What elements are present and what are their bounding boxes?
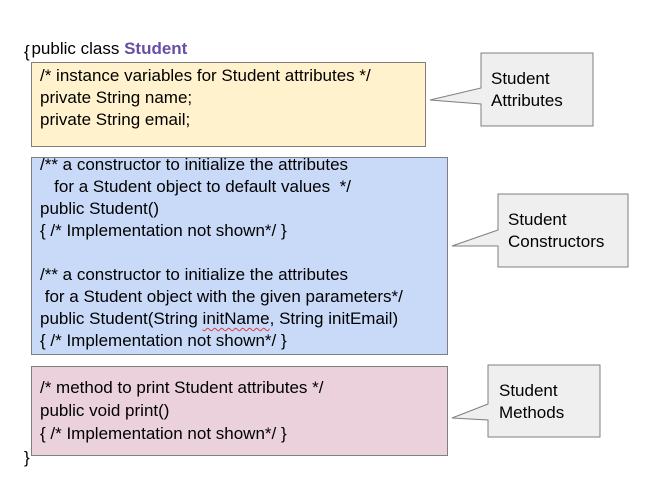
attributes-line: private String name; <box>40 88 193 107</box>
constructors-line: /** a constructor to initialize the attr… <box>40 265 349 284</box>
constructor-signature: public Student(String initName, String i… <box>40 309 398 329</box>
callout-line: Constructors <box>508 232 605 251</box>
attributes-line: /* instance variables for Student attrib… <box>40 66 371 85</box>
attributes-callout <box>429 52 594 127</box>
constructors-box: /** a constructor to initialize the attr… <box>31 155 448 355</box>
methods-box: /* method to print Student attributes */… <box>31 366 448 456</box>
spellcheck-word: initName <box>202 309 270 328</box>
attributes-line: private String email; <box>40 110 191 129</box>
callout-line: Student <box>508 210 567 229</box>
callout-line: Methods <box>499 403 565 422</box>
close-brace: } <box>24 448 30 467</box>
methods-callout <box>451 364 601 438</box>
class-keyword-text: public class <box>31 39 125 58</box>
constructors-line: { /* Implementation not shown*/ } <box>40 331 287 350</box>
methods-line: /* method to print Student attributes */ <box>40 378 324 397</box>
constructors-line: for a Student object with the given para… <box>40 287 403 306</box>
attributes-box: /* instance variables for Student attrib… <box>31 62 426 147</box>
signature-suffix: , String initEmail) <box>269 309 399 328</box>
methods-line: { /* Implementation not shown*/ } <box>40 424 287 443</box>
callout-line: Attributes <box>491 91 563 110</box>
constructors-line: for a Student object to default values *… <box>40 177 351 196</box>
class-name: Student <box>124 39 188 58</box>
class-declaration: public class Student <box>22 19 187 59</box>
callout-line: Student <box>491 69 550 88</box>
constructors-line: public Student() <box>40 199 160 218</box>
open-brace: { <box>24 42 30 61</box>
methods-line: public void print() <box>40 401 170 420</box>
callout-line: Student <box>499 381 558 400</box>
constructors-callout <box>451 193 629 268</box>
constructors-line: { /* Implementation not shown*/ } <box>40 221 287 240</box>
constructors-line: /** a constructor to initialize the attr… <box>40 155 349 174</box>
signature-prefix: public Student(String <box>40 309 203 328</box>
